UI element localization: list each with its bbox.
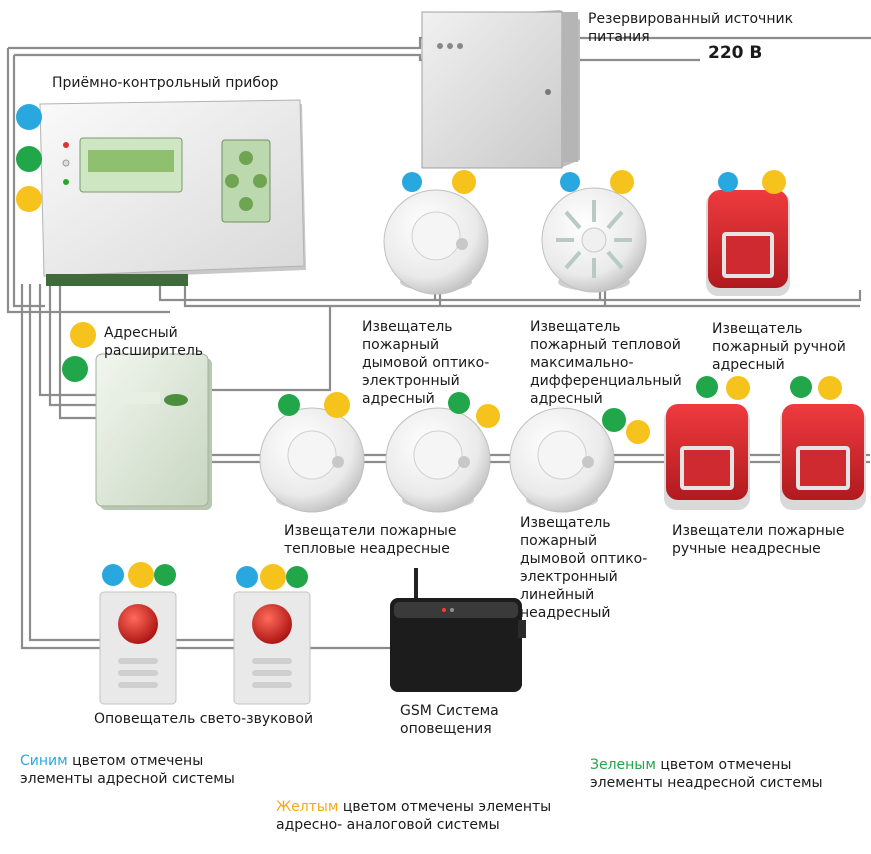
address-expander	[95, 353, 212, 510]
smoke-detector-linear	[509, 407, 615, 513]
legend-yellow-text: цветом отмечены элементы адресно- аналог…	[276, 799, 552, 833]
green-marker	[448, 392, 470, 414]
yellow-marker	[818, 376, 842, 400]
yellow-marker	[762, 170, 786, 194]
smoke-detector-address	[383, 189, 489, 295]
yellow-marker	[324, 392, 350, 418]
green-marker	[286, 566, 308, 588]
heat-address-label: Извещатель пожарный тепловой максимально…	[530, 319, 682, 407]
manual-nonaddress-label: Извещатели пожарные ручные неадресные	[672, 523, 845, 557]
legend-yellow-word: Желтым	[276, 799, 339, 815]
gsm-label: GSM Система оповещения	[400, 703, 499, 737]
voltage-label: 220 В	[708, 43, 763, 63]
legend-blue-text: цветом отмечены элементы адресной систем…	[20, 753, 235, 787]
reserve-power-label: Резервированный источник питания	[588, 11, 794, 45]
legend-green-word: Зеленым	[590, 757, 656, 773]
legend-green-text: цветом отмечены элементы неадресной сист…	[590, 757, 823, 791]
yellow-marker	[476, 404, 500, 428]
manual-call-point-nonaddress-1	[664, 404, 750, 510]
heat-detector-nonaddress-2	[385, 407, 491, 513]
green-marker	[696, 376, 718, 398]
smoke-address-label: Извещатель пожарный дымовой оптико-элект…	[362, 319, 490, 407]
yellow-marker	[452, 170, 476, 194]
blue-marker	[102, 564, 124, 586]
yellow-marker	[260, 564, 286, 590]
yellow-marker	[70, 322, 96, 348]
green-marker	[278, 394, 300, 416]
manual-call-point-nonaddress-2	[780, 404, 866, 510]
blue-marker	[402, 172, 422, 192]
legend-green: Зеленым цветом отмечены элементы неадрес…	[590, 756, 850, 792]
heat-detector-nonaddress-1	[259, 407, 365, 513]
yellow-marker	[726, 376, 750, 400]
heat-nonaddress-label: Извещатели пожарные тепловые неадресные	[284, 523, 457, 557]
yellow-marker	[16, 186, 42, 212]
green-marker	[16, 146, 42, 172]
green-marker	[790, 376, 812, 398]
green-marker	[154, 564, 176, 586]
yellow-marker	[128, 562, 154, 588]
blue-marker	[560, 172, 580, 192]
control-panel	[39, 99, 306, 286]
legend-blue: Синим цветом отмечены элементы адресной …	[20, 752, 270, 788]
blue-marker	[16, 104, 42, 130]
legend-yellow: Желтым цветом отмечены элементы адресно-…	[276, 798, 576, 834]
gsm-module	[390, 568, 526, 692]
heat-detector-address	[541, 187, 647, 293]
yellow-marker	[610, 170, 634, 194]
siren-1	[99, 591, 177, 705]
blue-marker	[718, 172, 738, 192]
legend-blue-word: Синим	[20, 753, 68, 769]
reserve-power-supply	[421, 10, 580, 169]
siren-2	[233, 591, 311, 705]
control-panel-label: Приёмно-контрольный прибор	[52, 75, 279, 91]
expander-label: Адресный расширитель	[104, 325, 204, 359]
green-marker	[602, 408, 626, 432]
yellow-marker	[626, 420, 650, 444]
manual-call-point-address	[706, 190, 790, 296]
smoke-linear-label: Извещатель пожарный дымовой оптико-элект…	[520, 515, 648, 621]
manual-address-label: Извещатель пожарный ручной адресный	[712, 321, 846, 373]
blue-marker	[236, 566, 258, 588]
siren-label: Оповещатель свето-звуковой	[94, 711, 314, 727]
green-marker	[62, 356, 88, 382]
